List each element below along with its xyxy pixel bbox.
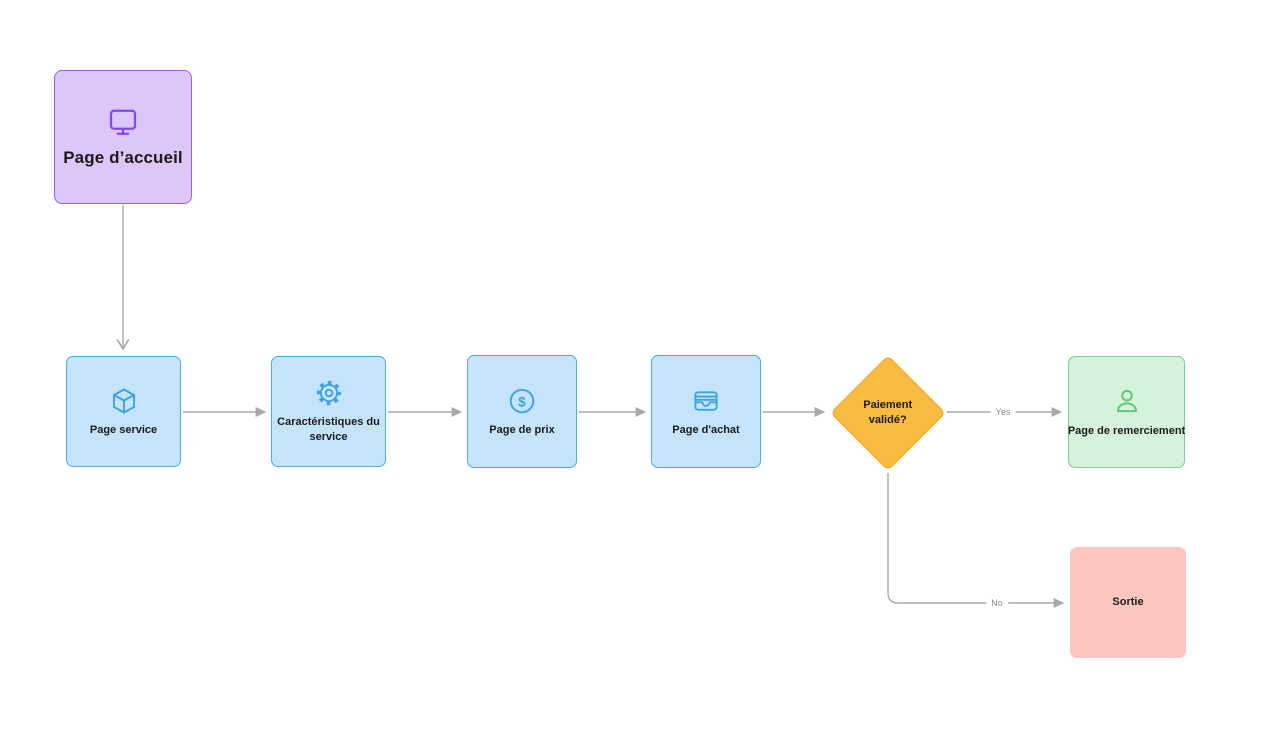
edge-paiement-sortie-no[interactable] <box>887 473 1065 609</box>
node-label: Paiement validé? <box>863 398 913 426</box>
node-label: Page de remerciement <box>1067 425 1186 438</box>
dollar-circle-icon: $ <box>507 386 537 416</box>
node-page-de-prix[interactable]: $ Page de prix <box>467 355 577 468</box>
wallet-icon <box>691 386 721 416</box>
node-label: Page de prix <box>489 423 555 436</box>
node-sortie[interactable]: Sortie <box>1070 547 1186 658</box>
person-icon <box>1111 385 1143 417</box>
node-caracteristiques-service[interactable]: Caractéristiques du service <box>271 356 386 467</box>
node-label: Caractéristiques du service <box>277 416 380 443</box>
node-page-achat[interactable]: Page d'achat <box>651 355 761 468</box>
svg-text:$: $ <box>518 394 526 409</box>
edge-label-no[interactable]: No <box>986 598 1008 608</box>
edge-label-yes[interactable]: Yes <box>990 407 1016 417</box>
node-label: Page service <box>89 423 158 436</box>
node-page-accueil[interactable]: Page d’accueil <box>54 70 192 204</box>
node-page-service[interactable]: Page service <box>66 356 181 467</box>
monitor-icon <box>105 104 141 140</box>
node-label: Sortie <box>1112 596 1144 609</box>
gear-icon <box>314 378 344 408</box>
package-icon <box>109 386 139 416</box>
node-label: Page d'achat <box>672 423 740 436</box>
node-page-de-remerciement[interactable]: Page de remerciement <box>1068 356 1185 468</box>
node-label: Page d’accueil <box>63 148 183 168</box>
